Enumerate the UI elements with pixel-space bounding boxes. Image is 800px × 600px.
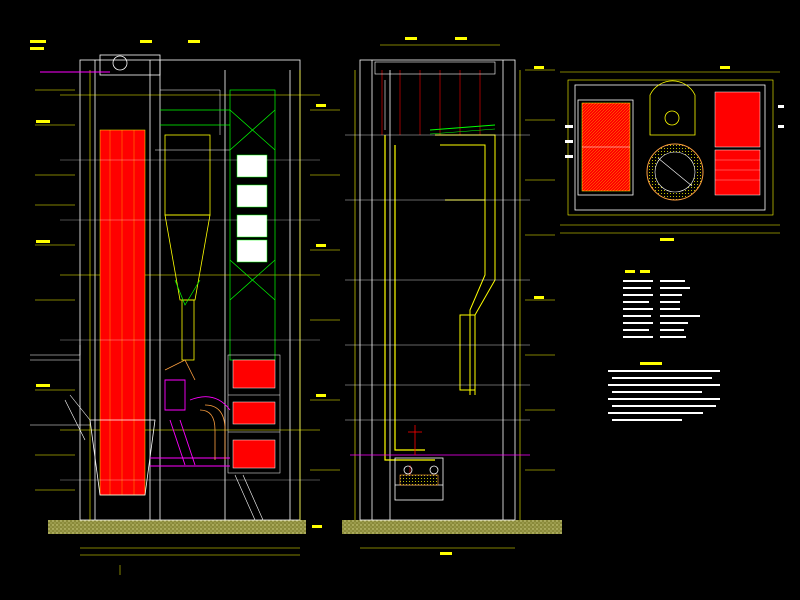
foundation-slab-front (48, 520, 306, 534)
technical-notes (608, 362, 720, 421)
air-preheater-lower (232, 439, 276, 469)
side-elevation (342, 37, 562, 555)
burner-box (394, 457, 444, 501)
steam-drum (112, 55, 128, 71)
plan-view (560, 66, 784, 241)
front-elevation (30, 40, 340, 575)
cyclone-side-profile (435, 134, 496, 395)
air-preheater-upper (232, 359, 276, 389)
foundation-slab-side (342, 520, 562, 534)
plan-heat-exchanger (714, 91, 761, 148)
design-parameter-table (623, 270, 700, 338)
furnace-chamber (99, 129, 146, 496)
